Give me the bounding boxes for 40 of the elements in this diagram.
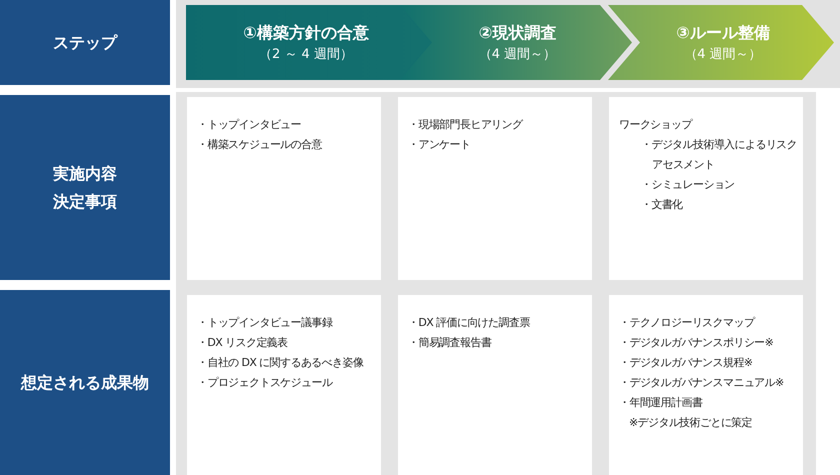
list-item: ・デジタルガバナンスマニュアル※: [619, 375, 785, 391]
list-item: ・プロジェクトスケジュール: [197, 375, 334, 391]
row-header: [0, 290, 170, 475]
duration-text: （4 週間～）: [478, 46, 556, 64]
list-item: ・DX リスク定義表: [197, 335, 289, 351]
row-header: [0, 95, 170, 280]
content-card: [609, 97, 803, 280]
list-item: ・シミュレーション: [641, 177, 736, 193]
row-header: [0, 0, 170, 85]
list-item: ・年間運用計画書: [619, 395, 704, 411]
list-item: ・自社の DX に関するあるべき姿像: [197, 355, 364, 371]
list-item: ・DX 評価に向けた調査票: [408, 315, 531, 331]
step-title: ③ルール整備: [676, 22, 770, 44]
list-item: ・文書化: [641, 197, 684, 213]
list-item: ・テクノロジーリスクマップ: [619, 315, 756, 331]
content-card: [398, 295, 592, 475]
list-item: ・構築スケジュールの合意: [197, 137, 323, 153]
content-card: [398, 97, 592, 280]
header-text: 決定事項: [53, 190, 117, 212]
step-title: ①構築方針の合意: [243, 22, 369, 44]
list-item: ・デジタルガバナンスポリシー※: [619, 335, 774, 351]
header-text: ステップ: [53, 32, 117, 54]
content-card: [187, 97, 381, 280]
list-item: ・アンケート: [408, 137, 472, 153]
list-item: ・簡易調査報告書: [408, 335, 492, 351]
list-item: ・トップインタビュー議事録: [197, 315, 334, 331]
content-card: [609, 295, 803, 475]
list-item: ※デジタル技術ごとに策定: [629, 415, 754, 431]
content-card: [187, 295, 381, 475]
header-text: 実施内容: [53, 162, 117, 184]
list-item: ・トップインタビュー: [197, 117, 302, 133]
duration-text: （4 週間～）: [684, 46, 762, 64]
list-item: ・デジタルガバナンス規程※: [619, 355, 754, 371]
header-text: 想定される成果物: [21, 372, 149, 394]
duration-text: （2 ～ 4 週間）: [259, 46, 353, 64]
step-title: ②現状調査: [478, 22, 556, 44]
list-item: ・デジタル技術導入によるリスクアセスメント: [641, 137, 798, 173]
list-item: ワークショップ: [619, 117, 694, 133]
list-item: ・現場部門長ヒアリング: [408, 117, 524, 133]
step-header: [608, 5, 834, 80]
